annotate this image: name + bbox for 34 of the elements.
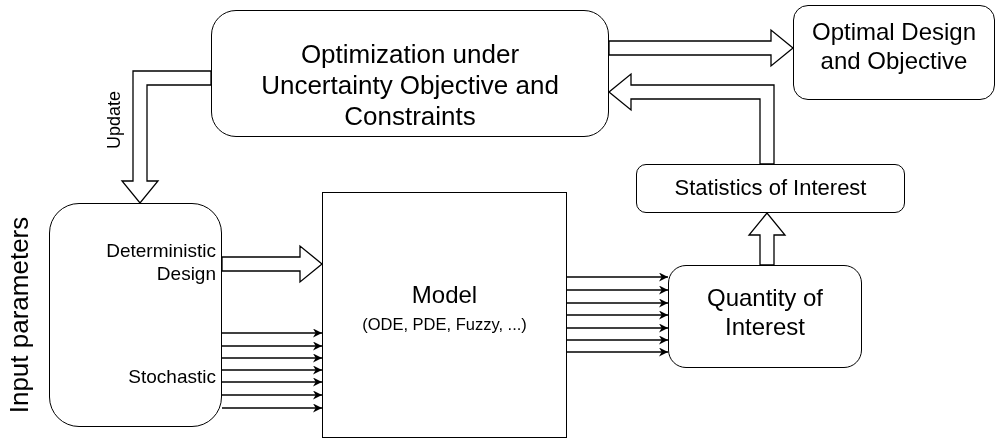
arrow [566,335,669,345]
arrow [221,328,323,338]
arrow [566,272,669,282]
arrow [221,341,323,351]
block-arrow [221,244,324,284]
model-box [322,192,567,438]
arrow [221,390,323,400]
arrow [221,365,323,375]
block-arrow [747,211,787,266]
result-box [793,5,995,100]
process-box [636,164,905,213]
side-heading: Input parameters [4,215,35,416]
edge-label: Update [105,88,125,151]
box-title: Statistics of Interest [673,175,868,202]
arrow [566,285,669,295]
arrow [566,347,669,357]
box-title: Quantity of Interest [705,284,825,342]
block-arrow [608,28,795,68]
block-arrow [607,72,775,165]
box-text: Stochastic [128,366,216,389]
box-text: Deterministic Design [105,240,216,286]
process-box [211,10,609,137]
box-text: (ODE, PDE, Fuzzy, ...) [361,315,528,335]
block-arrow [120,70,212,205]
arrow [566,323,669,333]
box-title: Model [410,281,479,310]
arrow [566,310,669,320]
box-title: Optimization under Uncertainty Objective and Constraints [260,39,560,133]
output-box [668,265,862,368]
arrow [221,353,323,363]
arrow [221,403,323,413]
arrow [221,377,323,387]
arrow [566,298,669,308]
box-title: Optimal Design and Objective [810,18,978,76]
